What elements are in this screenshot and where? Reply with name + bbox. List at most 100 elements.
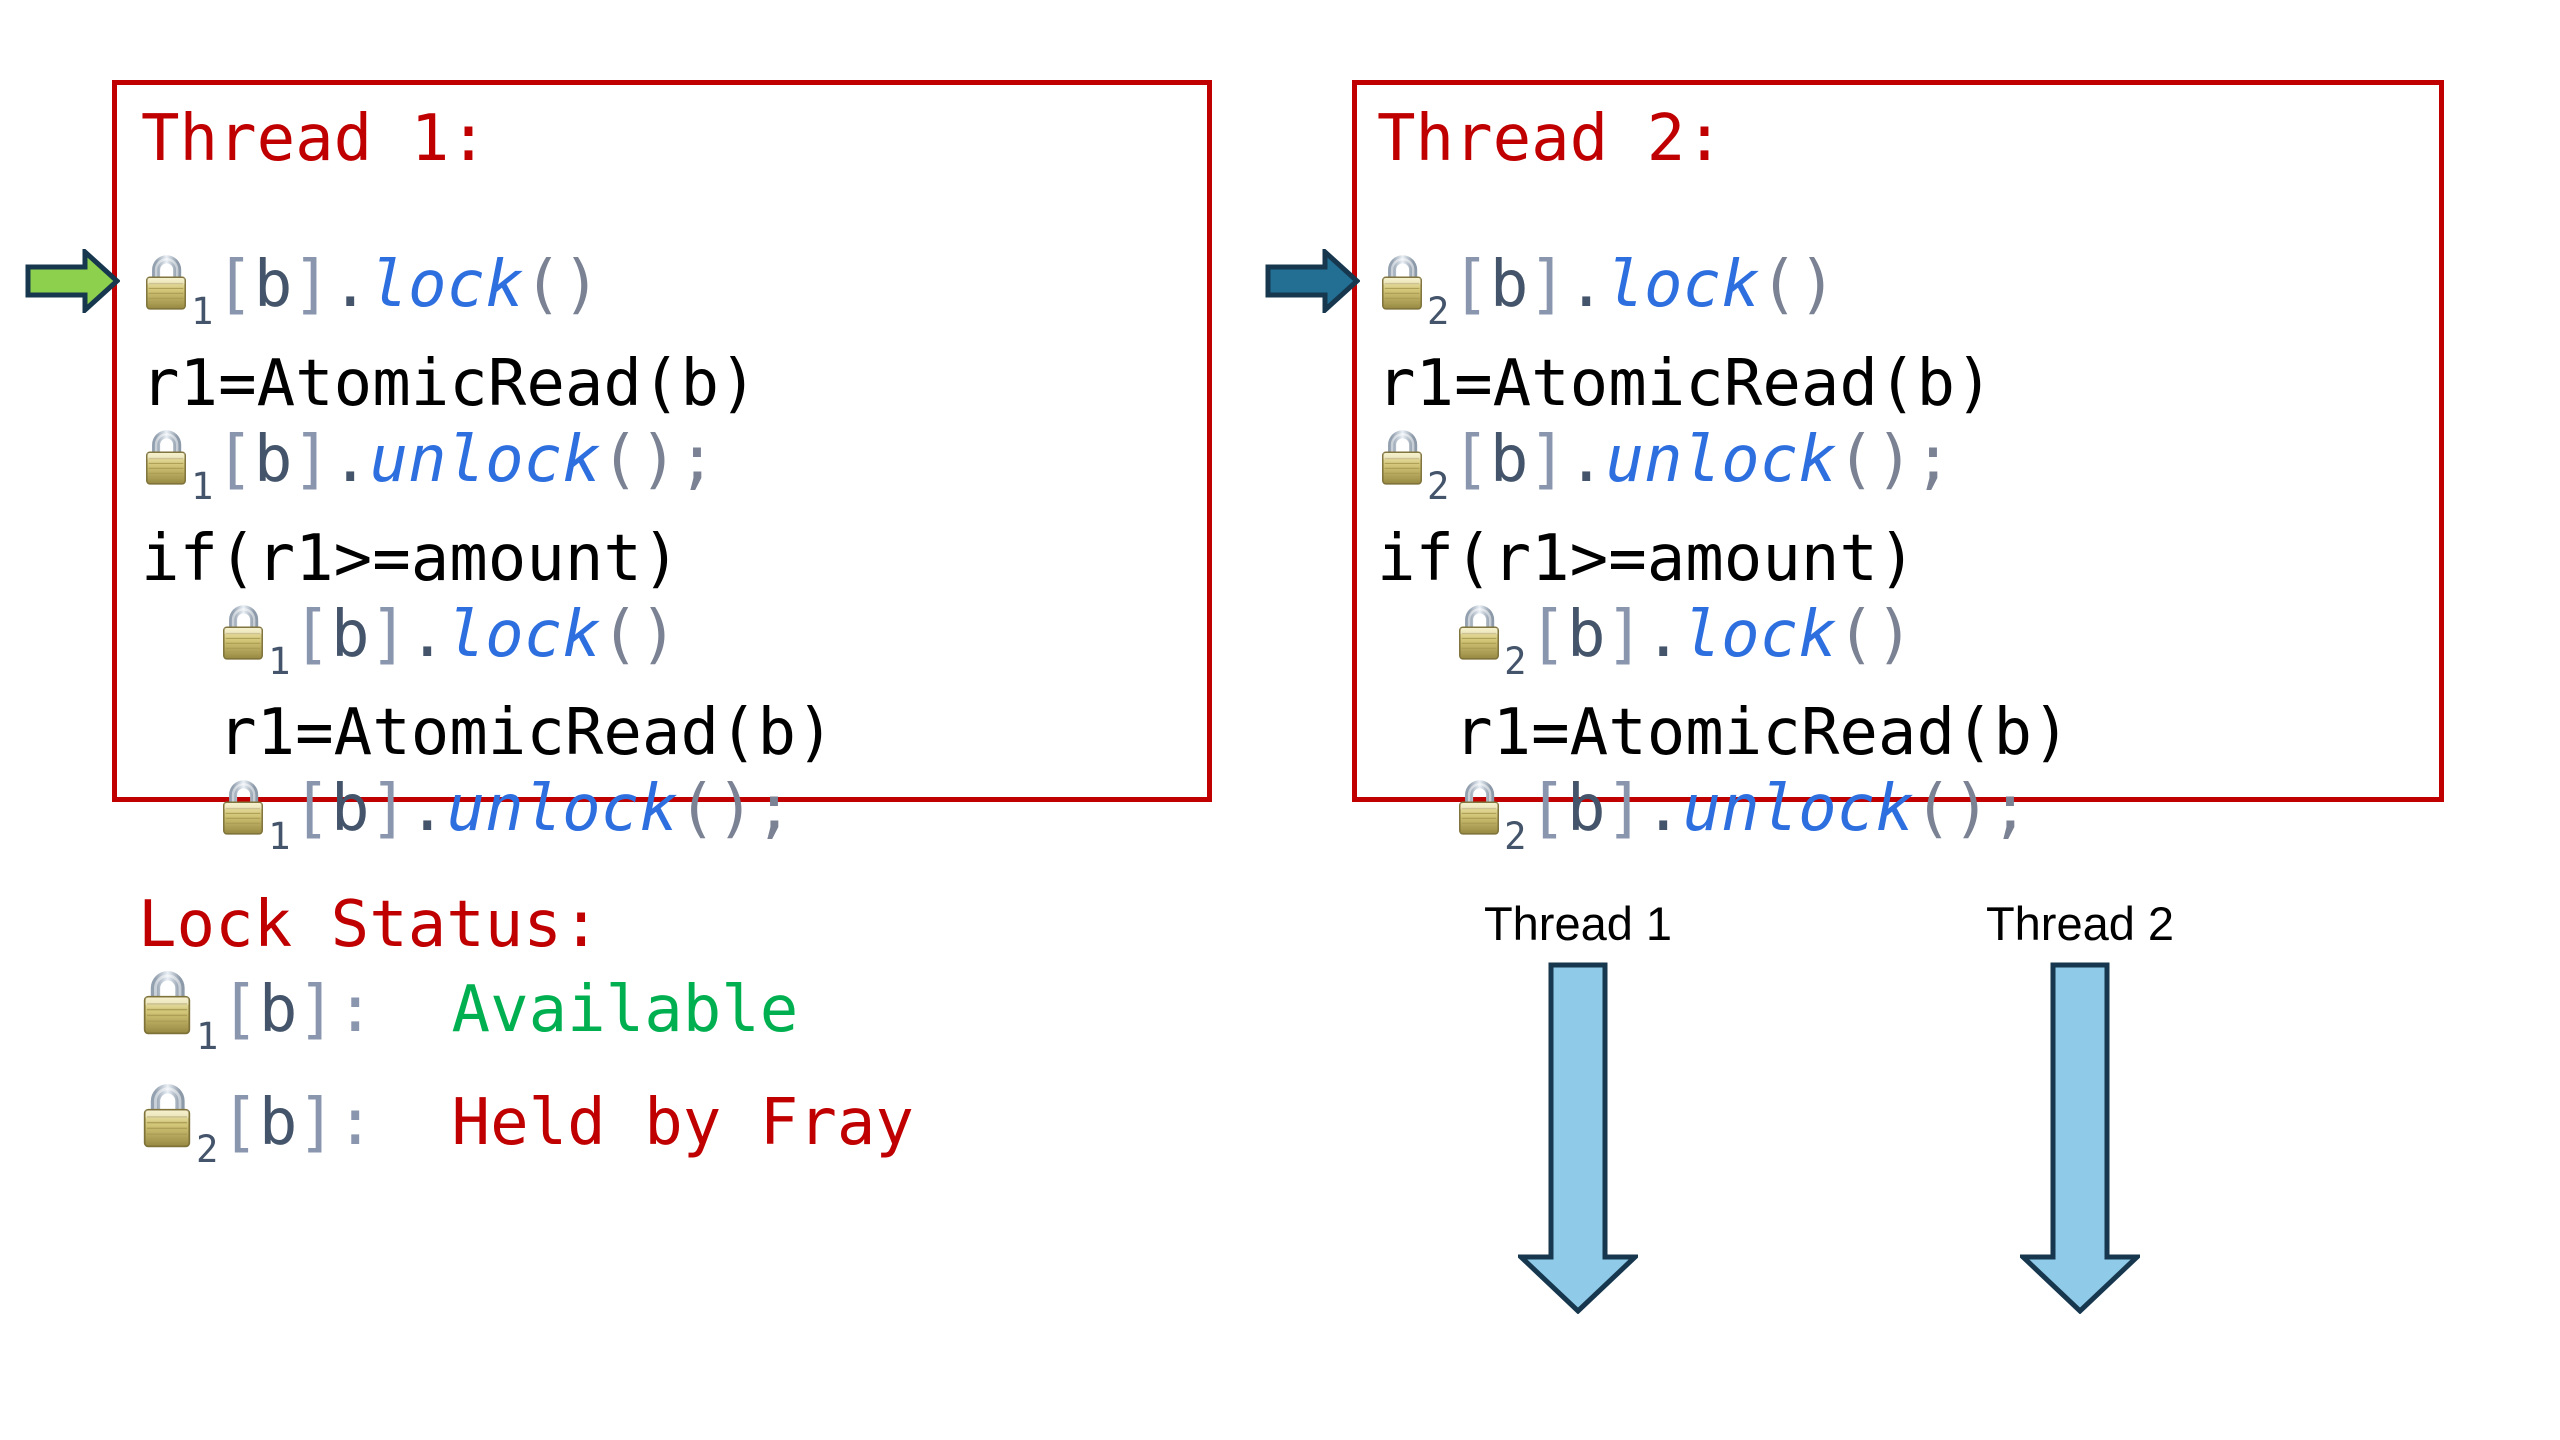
code-segment: unlock	[369, 422, 601, 497]
code-segment: lock	[369, 248, 524, 322]
code-segment: if(r1>=amount)	[1377, 521, 1917, 596]
code-line: 2[b].lock()	[1377, 597, 2439, 696]
lock-subscript: 2	[196, 1128, 219, 1172]
code-segment: .	[1566, 422, 1606, 497]
lock-subscript: 1	[196, 1015, 219, 1059]
thread2-box-title: Thread 2:	[1377, 102, 1724, 176]
code-line: if(r1>=amount)	[141, 521, 1207, 597]
code-segment: ]	[292, 422, 331, 497]
lock-subscript: 2	[1504, 814, 1527, 858]
code-segment: r1=AtomicRead(b)	[1377, 696, 2071, 771]
code-segment: b	[1489, 422, 1529, 497]
code-segment: ()	[1759, 248, 1837, 322]
lock-icon	[1454, 600, 1504, 662]
lock-status-line: 1[b]: Available	[138, 965, 914, 1078]
code-segment: b	[258, 1085, 298, 1160]
code-segment: ();	[1913, 772, 2030, 847]
code-segment: ]	[1605, 772, 1644, 847]
code-segment: lock	[1605, 248, 1760, 322]
code-segment: [	[215, 422, 254, 497]
thread2-code-box: Thread 2: 2[b].lock()r1=AtomicRead(b)2[b…	[1352, 80, 2444, 858]
code-segment: [	[220, 1085, 259, 1160]
code-segment: unlock	[446, 772, 678, 847]
thread2-execution-pointer-teal-arrow-icon	[1265, 249, 1360, 313]
code-segment: unlock	[1605, 422, 1837, 497]
code-segment: ()	[523, 248, 601, 322]
code-segment: Held by Fray	[413, 1085, 914, 1160]
code-segment: [	[215, 248, 254, 322]
code-segment	[141, 598, 218, 672]
code-segment: .	[408, 772, 447, 847]
code-segment: [	[1528, 772, 1567, 847]
code-segment: [	[292, 772, 331, 847]
timeline-thread2-label: Thread 2	[1985, 897, 2175, 950]
lock-subscript: 1	[268, 639, 291, 683]
code-segment: b	[1489, 248, 1529, 322]
code-segment: ()	[1836, 597, 1914, 672]
code-line: if(r1>=amount)	[1377, 521, 2439, 597]
code-segment: b	[1566, 597, 1606, 672]
code-line: 2[b].unlock();	[1377, 422, 2439, 521]
lock-status-title: Lock Status:	[138, 888, 601, 962]
code-line: r1=AtomicRead(b)	[1377, 695, 2439, 771]
code-segment	[141, 772, 218, 846]
thread2-code-lines: 2[b].lock()r1=AtomicRead(b)2[b].unlock()…	[1377, 247, 2439, 870]
code-segment: ]	[1528, 422, 1567, 497]
code-segment: b	[330, 597, 370, 672]
lock-subscript: 1	[191, 290, 214, 334]
code-segment: ()	[600, 597, 678, 672]
code-segment: .	[1566, 248, 1606, 322]
code-segment: ]	[1528, 248, 1567, 322]
code-segment: b	[1566, 772, 1606, 847]
lock-subscript: 1	[191, 465, 214, 509]
code-segment: lock	[446, 597, 601, 672]
code-segment: :	[335, 973, 413, 1047]
code-segment: .	[1644, 772, 1683, 847]
code-segment	[1377, 598, 1454, 672]
code-segment: [	[220, 973, 259, 1047]
lock-icon	[141, 250, 191, 312]
code-segment: .	[330, 422, 370, 497]
code-line: 1[b].unlock();	[141, 771, 1207, 870]
code-segment: ]	[297, 973, 336, 1047]
code-line: 1[b].unlock();	[141, 422, 1207, 521]
lock-icon	[218, 775, 268, 837]
code-segment: r1=AtomicRead(b)	[141, 346, 758, 421]
code-segment: lock	[1682, 597, 1837, 672]
timeline-thread1-label: Thread 1	[1483, 897, 1673, 950]
code-segment: ]	[369, 772, 408, 847]
thread1-code-box: Thread 1: 1[b].lock()r1=AtomicRead(b)1[b…	[112, 80, 1212, 858]
code-line: 1[b].lock()	[141, 597, 1207, 696]
code-segment: ();	[600, 422, 717, 497]
code-line: 2[b].unlock();	[1377, 771, 2439, 870]
lock-icon	[1377, 425, 1427, 487]
code-segment: b	[330, 772, 370, 847]
lock-subscript: 1	[268, 814, 291, 858]
lock-icon	[218, 600, 268, 662]
code-segment: .	[330, 248, 370, 322]
code-segment: b	[253, 422, 293, 497]
code-segment	[1377, 772, 1454, 846]
lock-status-line: 2[b]: Held by Fray	[138, 1078, 914, 1191]
code-segment: ]	[369, 597, 408, 672]
code-segment: unlock	[1682, 772, 1914, 847]
code-segment: r1=AtomicRead(b)	[1377, 346, 1994, 421]
code-segment: b	[253, 248, 293, 322]
code-segment: :	[335, 1085, 413, 1160]
code-segment: [	[1451, 248, 1490, 322]
lock-subscript: 2	[1504, 639, 1527, 683]
code-line: r1=AtomicRead(b)	[141, 695, 1207, 771]
code-segment: ();	[1836, 422, 1953, 497]
lock-subscript: 2	[1427, 290, 1450, 334]
code-segment: ]	[1605, 597, 1644, 672]
code-segment: b	[258, 973, 298, 1047]
code-segment: [	[1528, 597, 1567, 672]
thread2-timeline-down-arrow-icon	[2020, 962, 2140, 1314]
thread1-execution-pointer-green-arrow-icon	[25, 249, 120, 313]
code-segment: .	[1644, 597, 1683, 672]
code-segment: ();	[677, 772, 794, 847]
code-segment: if(r1>=amount)	[141, 521, 681, 596]
